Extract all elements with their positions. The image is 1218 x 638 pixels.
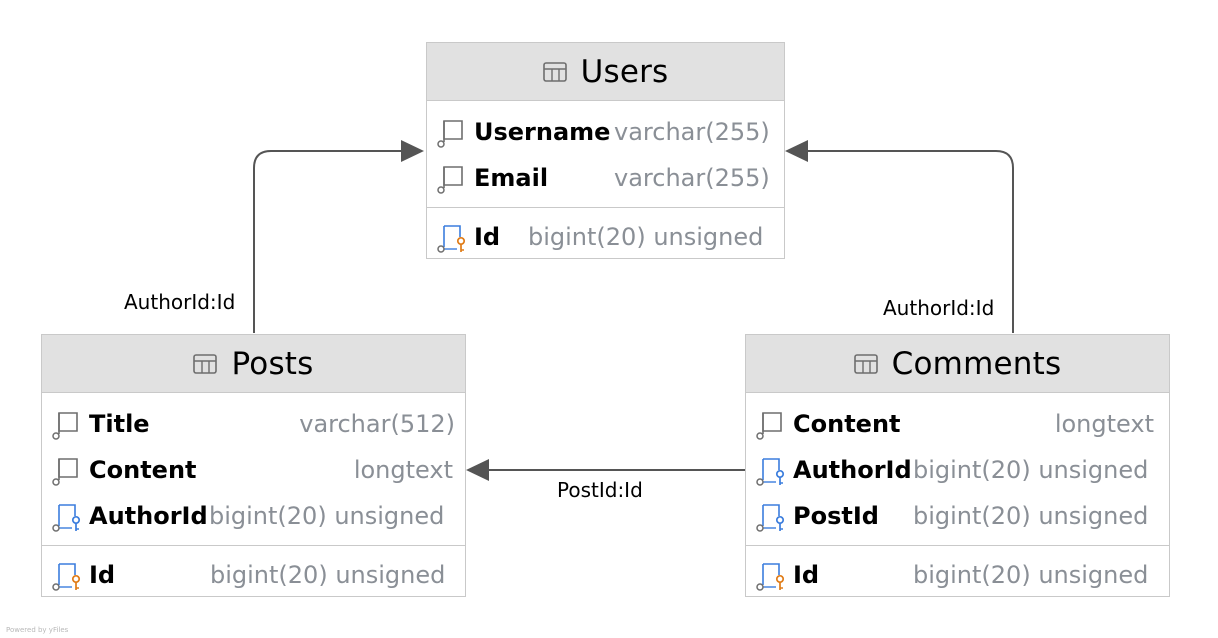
table-icon — [853, 353, 878, 374]
column-type: bigint(20) unsigned — [913, 456, 1149, 484]
column-type: bigint(20) unsigned — [210, 561, 446, 589]
entity-title: Posts — [231, 345, 314, 382]
relation-label-posts-users: AuthorId:Id — [124, 290, 236, 314]
column-name: Username — [474, 118, 611, 146]
primary-key-row[interactable]: Id bigint(20) unsigned — [42, 552, 465, 598]
entity-header[interactable]: Users — [427, 43, 784, 101]
column-name: PostId — [793, 502, 879, 530]
column-name: Email — [474, 164, 549, 192]
entity-comments[interactable]: Comments Content longtext AuthorId bigin… — [745, 334, 1170, 597]
foreign-key-icon — [755, 502, 787, 532]
foreign-key-icon — [755, 456, 787, 486]
column-icon — [51, 456, 83, 486]
column-type: bigint(20) unsigned — [528, 223, 764, 251]
primary-key-row[interactable]: Id bigint(20) unsigned — [746, 552, 1169, 598]
column-icon — [436, 118, 468, 148]
entity-header[interactable]: Comments — [746, 335, 1169, 393]
column-icon — [51, 410, 83, 440]
column-name: AuthorId — [793, 456, 912, 484]
column-type: longtext — [353, 456, 453, 484]
column-row[interactable]: Content longtext — [746, 401, 1169, 447]
column-icon — [436, 164, 468, 194]
table-icon — [193, 353, 218, 374]
entity-users[interactable]: Users Username varchar(255) Email varcha… — [426, 42, 785, 259]
column-name: Id — [89, 561, 116, 589]
edge-comments-to-posts-arrowhead — [466, 459, 489, 481]
primary-key-icon — [51, 561, 83, 591]
primary-key-icon — [436, 223, 468, 253]
column-name: Id — [793, 561, 820, 589]
powered-by-watermark: Powered by yFiles — [6, 626, 69, 634]
entity-title: Comments — [891, 345, 1062, 382]
column-row[interactable]: Content longtext — [42, 447, 465, 493]
column-row[interactable]: Title varchar(512) — [42, 401, 465, 447]
edge-posts-to-users-arrowhead — [401, 140, 424, 162]
column-name: Content — [793, 410, 901, 438]
column-icon — [755, 410, 787, 440]
column-type: varchar(255) — [614, 164, 770, 192]
column-type: varchar(255) — [614, 118, 770, 146]
column-type: bigint(20) unsigned — [209, 502, 445, 530]
column-name: AuthorId — [89, 502, 208, 530]
column-name: Title — [89, 410, 150, 438]
entity-header[interactable]: Posts — [42, 335, 465, 393]
column-row[interactable]: Email varchar(255) — [427, 155, 784, 201]
foreign-key-row[interactable]: PostId bigint(20) unsigned — [746, 493, 1169, 539]
column-name: Content — [89, 456, 197, 484]
foreign-key-row[interactable]: AuthorId bigint(20) unsigned — [746, 447, 1169, 493]
column-type: longtext — [1054, 410, 1154, 438]
edge-comments-to-users-arrowhead — [785, 140, 808, 162]
table-icon — [542, 61, 567, 82]
edge-posts-to-users[interactable] — [253, 150, 410, 333]
primary-key-icon — [755, 561, 787, 591]
column-name: Id — [474, 223, 501, 251]
entity-title: Users — [580, 53, 669, 90]
foreign-key-icon — [51, 502, 83, 532]
foreign-key-row[interactable]: AuthorId bigint(20) unsigned — [42, 493, 465, 539]
column-type: bigint(20) unsigned — [913, 561, 1149, 589]
column-type: varchar(512) — [299, 410, 455, 438]
relation-label-comments-users: AuthorId:Id — [883, 296, 995, 320]
relation-label-comments-posts: PostId:Id — [557, 478, 643, 502]
primary-key-row[interactable]: Id bigint(20) unsigned — [427, 214, 784, 260]
column-row[interactable]: Username varchar(255) — [427, 109, 784, 155]
column-type: bigint(20) unsigned — [913, 502, 1149, 530]
edge-comments-to-users[interactable] — [800, 150, 1014, 333]
entity-posts[interactable]: Posts Title varchar(512) Content longtex… — [41, 334, 466, 597]
